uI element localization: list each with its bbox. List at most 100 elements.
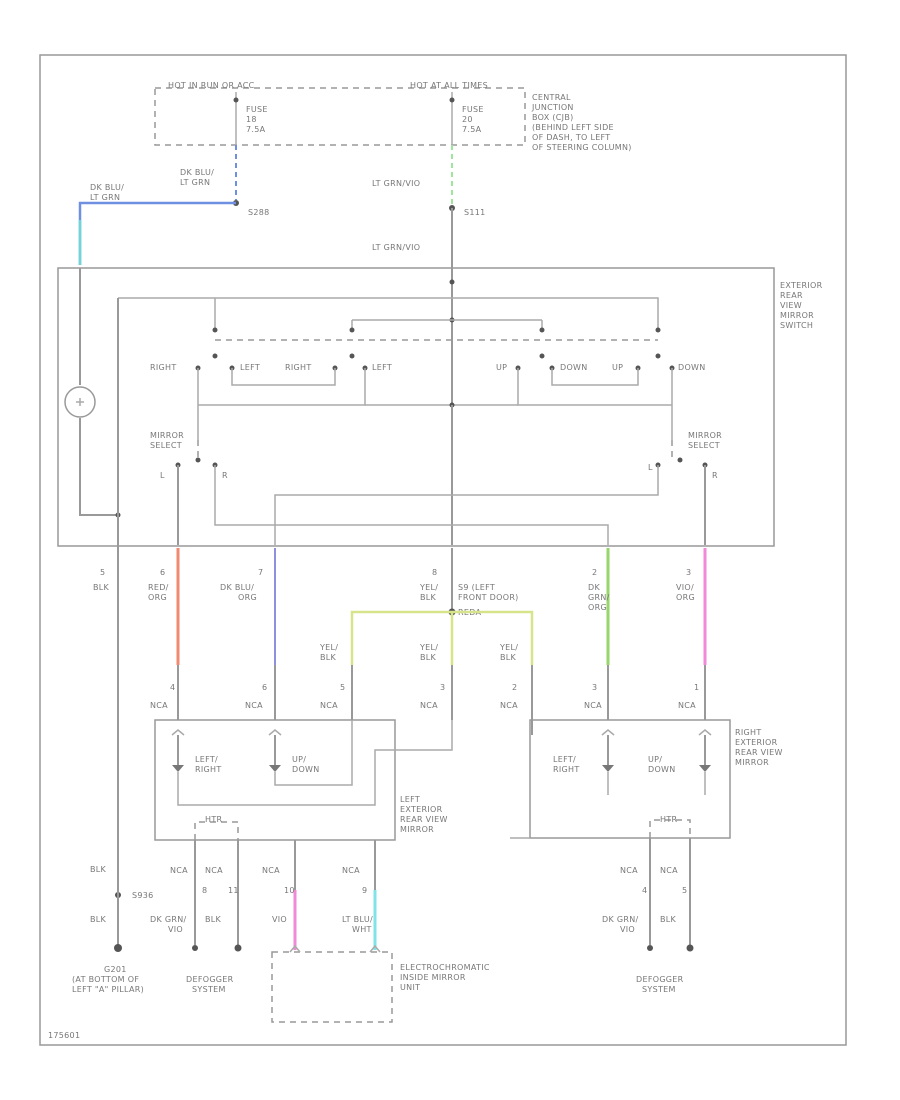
yel-blk-a-1: YEL/: [319, 643, 338, 652]
ec-mirror-unit: [271, 951, 393, 1023]
ec-nca-4-pin: 9: [362, 886, 367, 895]
right-defog-nca-5: NCA: [620, 866, 638, 875]
right-c2-number: 3: [592, 683, 597, 692]
switch-title-5: SWITCH: [780, 321, 813, 330]
wire-label-ltgrn-2: LT GRN/VIO: [372, 243, 420, 252]
right-defog-nca-6: NCA: [660, 866, 678, 875]
left-defog-terminal-1: [192, 945, 198, 951]
splice-s288-label: S288: [248, 208, 270, 217]
pin2-color-2: GRN/: [588, 593, 610, 602]
ground-blk-1: BLK: [90, 865, 107, 874]
switch-power-node: [449, 279, 455, 285]
pin6-color-1: RED/: [148, 583, 169, 592]
label-left-a: LEFT: [240, 363, 260, 372]
mirror-select-right-1: MIRROR: [688, 431, 722, 440]
left-motor-1-return: [177, 720, 453, 806]
ec-connector-symbols: [289, 944, 381, 953]
yel-blk-lower-branches: [351, 665, 533, 720]
pin3-number: 3: [686, 568, 691, 577]
right-defog-nca-6-pin: 5: [682, 886, 687, 895]
right-defogger-2: SYSTEM: [642, 985, 676, 994]
right-mirror-title-4: MIRROR: [735, 758, 769, 767]
label-right-b: RIGHT: [285, 363, 312, 372]
pin2-color-1: DK: [588, 583, 600, 592]
fuse-2-amperage: 7.5A: [462, 125, 482, 134]
right-motor-feeds: [531, 720, 706, 765]
right-motor-2-b: DOWN: [648, 765, 676, 774]
left-defog-nca-1-pin: 8: [202, 886, 207, 895]
select-left-r-route: [214, 465, 609, 545]
left-c2-label: NCA: [245, 701, 263, 710]
left-motor-1-a: LEFT/: [195, 755, 218, 764]
wire-dkblu-to-switch: [78, 201, 236, 265]
label-down-a: DOWN: [560, 363, 588, 372]
hot-run-label: HOT IN RUN OR ACC: [168, 81, 255, 90]
junction-label-2: JUNCTION: [531, 103, 574, 112]
label-up-a: UP: [496, 363, 507, 372]
pin6-color-2: ORG: [148, 593, 167, 602]
mirror-select-left-2: SELECT: [150, 441, 182, 450]
yel-blk-b-2: BLK: [420, 653, 437, 662]
left-c2-number: 6: [262, 683, 267, 692]
ec-label-2: INSIDE MIRROR: [400, 973, 466, 982]
left-motor-diodes: [172, 765, 281, 772]
select-left-common: [195, 457, 201, 463]
left-defogger-1: DEFOGGER: [186, 975, 234, 984]
yel-blk-c-1: YEL/: [499, 643, 518, 652]
left-motor-2-return: [274, 720, 353, 786]
right-defog-nca-5-pin: 4: [642, 886, 647, 895]
ec-label-3: UNIT: [400, 983, 420, 992]
up-down-circuit: [517, 368, 673, 440]
left-c4-label: NCA: [420, 701, 438, 710]
right-c2-label: NCA: [584, 701, 602, 710]
pin3-color-2: ORG: [676, 593, 695, 602]
contact-h: [655, 353, 661, 359]
pin2-number: 2: [592, 568, 597, 577]
yel-blk-b-1: YEL/: [419, 643, 438, 652]
right-heater-label: HTR: [660, 815, 678, 824]
yel-blk-c-2: BLK: [500, 653, 517, 662]
pin7-color-2: ORG: [238, 593, 257, 602]
right-defog-terminal-1: [647, 945, 653, 951]
left-defog-dkgrn-2: VIO: [168, 925, 183, 934]
fuse-1-label: FUSE: [246, 105, 268, 114]
ec-ltblu-2: WHT: [352, 925, 372, 934]
right-c3-label: NCA: [678, 701, 696, 710]
switch-title-4: MIRROR: [780, 311, 814, 320]
pin2-color-3: ORG: [588, 603, 607, 612]
select-left-l-label: L: [160, 471, 165, 480]
switch-drops: [214, 298, 543, 330]
wire-label-dkblu-b2: LT GRN: [90, 193, 120, 202]
right-motor-1-b: RIGHT: [553, 765, 580, 774]
wire-label-dkblu-a2: LT GRN: [180, 178, 210, 187]
pin3-color-1: VIO/: [676, 583, 694, 592]
wire-label-dkblu-b1: DK BLU/: [90, 183, 124, 192]
fuse-1-amperage: 7.5A: [246, 125, 266, 134]
select-right-l-route: [274, 465, 659, 545]
central-junction-box: [154, 87, 526, 146]
switch-upper-bus: [118, 297, 659, 330]
label-left-b: LEFT: [372, 363, 392, 372]
ground-label-1: G201: [104, 965, 127, 974]
lamp-wire-ground: [79, 418, 118, 516]
ec-vio-label: VIO: [272, 915, 287, 924]
right-c3-number: 1: [694, 683, 699, 692]
left-heater: [194, 821, 239, 840]
switch-title-1: EXTERIOR: [780, 281, 823, 290]
lamp-symbol: [76, 398, 84, 406]
splice-s936-label: S936: [132, 891, 154, 900]
contact-d: [655, 327, 661, 333]
fuse-2-number: 20: [462, 115, 473, 124]
left-mirror-title-3: REAR VIEW: [400, 815, 448, 824]
contact-g: [539, 353, 545, 359]
mirror-switch-box: [57, 267, 775, 547]
contact-f: [349, 353, 355, 359]
right-motor-returns: [607, 772, 706, 795]
yel-blk-a-2: BLK: [320, 653, 337, 662]
left-c3-number: 5: [340, 683, 345, 692]
right-mirror-title-1: RIGHT: [735, 728, 762, 737]
ec-nca-3-pin: 10: [284, 886, 295, 895]
contact-c: [539, 327, 545, 333]
select-left-r-label: R: [222, 471, 228, 480]
